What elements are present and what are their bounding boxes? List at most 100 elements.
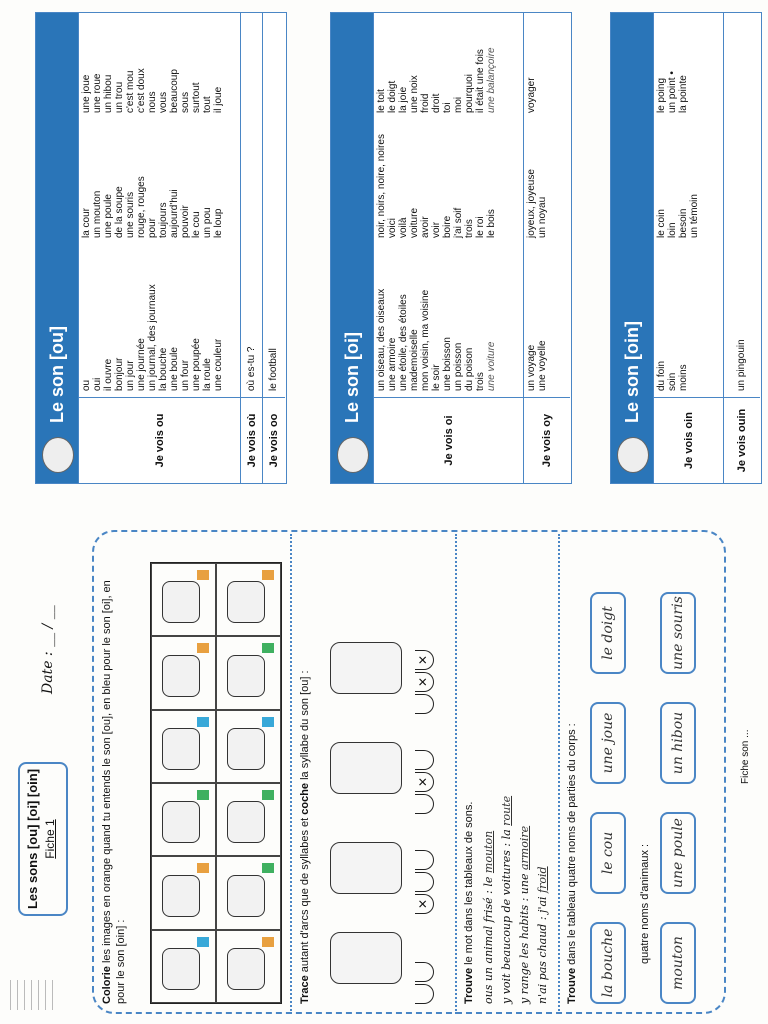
arcs-group[interactable]: ✕ [415,748,441,814]
word-item: une poule [103,194,114,238]
arcs-group[interactable] [415,960,441,1004]
table-ou-title: Le son [ou] [47,326,67,423]
row-label: Je vois ou [79,397,241,483]
word-item: une roue [92,73,103,113]
word-box[interactable]: le doigt [590,592,626,674]
word-item: toi [442,102,453,113]
word-item: de la soupe [114,186,125,238]
word-text: le football [268,348,279,391]
knife-picture [162,654,200,697]
instr1-line2: pour le son [oin] : [115,919,127,1004]
word-item: le toit [376,89,387,113]
word-item: bonjour [114,357,125,391]
kangaroo-picture [330,642,402,694]
word-item: une armoire [387,337,398,391]
image-cell[interactable] [216,563,281,637]
word-item: rouge, rouges [136,176,147,238]
instruction-colorie: Colorie les images en orange quand tu en… [100,544,128,1004]
word-item: le cou [191,211,202,238]
word-item: une poupée [191,338,202,391]
sentence-2: y voit beaucoup de voitures : la route [500,796,513,1004]
word-box[interactable]: une souris [660,592,696,674]
image-cell[interactable] [151,856,216,930]
row-label: Je vois oi [374,397,524,483]
word-item: boire [442,215,453,238]
word-box[interactable]: une poule [660,812,696,894]
word-item: une boule [169,347,180,391]
word-item: du foin [656,360,667,391]
word-box[interactable]: le cou [590,812,626,894]
word-item: du poison [464,347,475,391]
word-box[interactable]: la bouche [590,922,626,1004]
answer-field[interactable]: mouton [482,830,495,874]
orange-mark [197,863,209,874]
table-oin-title: Le son [oin] [622,321,642,423]
word-item: un point • [667,71,678,113]
word-box[interactable]: une joue [590,702,626,784]
image-cell[interactable] [151,636,216,710]
word-item: une noix [409,75,420,113]
word-item: droit [431,93,442,113]
sentence-4: n'ai pas chaud : j'ai froid [536,866,549,1004]
word-item: avoir [420,216,431,238]
instruction-trouve-mot: Trouve le mot dans les tableaux de sons. [462,544,476,1004]
word-item: trois [464,219,475,238]
word-box[interactable]: mouton [660,922,696,1004]
word-item: la bouche [158,347,169,391]
word-item: noir, noirs, noire, noires [376,134,387,238]
answer-field[interactable]: froid [536,866,549,893]
word-item: voiture [409,207,420,238]
image-cell[interactable] [216,783,281,857]
word-item: toujours [158,202,169,238]
image-cell[interactable] [216,856,281,930]
word-item: froid [420,93,431,113]
answer-field[interactable]: route [500,795,513,826]
row-label: Je vois où [241,397,263,483]
table-oi-header: Le son [oi] [331,13,373,483]
table-ou-header: Le son [ou] [36,13,78,483]
word-item: il ouvre [103,358,114,391]
instr3-bold: Trouve [463,967,475,1004]
instr1-bold: Colorie [101,966,113,1004]
row-ou-accent: Je vois où où es-tu ? [240,13,263,483]
row-label: Je vois oy [524,397,570,483]
chess-pawn-picture [330,932,402,984]
word-item: la roule [202,358,213,391]
image-cell[interactable] [216,929,281,1003]
penguin-icon [617,437,649,473]
word-text: un pingouin [736,339,747,391]
image-cell[interactable] [151,709,216,783]
instr1-text: les images en orange quand tu entends le… [101,580,113,964]
orange-mark [262,936,274,947]
image-cell[interactable] [151,929,216,1003]
image-cell[interactable] [151,563,216,637]
word-item: c'est doux [136,68,147,113]
animal-words-row: mouton une poule un hibou une souris [660,524,696,1024]
arcs-group[interactable]: ✕ [415,848,441,914]
image-cell[interactable] [216,709,281,783]
arcs-group[interactable]: ✕✕ [415,648,441,714]
answer-field[interactable]: armoire [518,825,531,871]
sentence-text: y range les habits : une [518,873,531,1004]
slate-picture [162,948,200,990]
word-item: une voyelle [537,340,548,391]
section-divider [290,534,292,1014]
word-item: le poing [656,77,667,113]
word-item: le doigt [387,80,398,113]
robot-picture [227,801,265,844]
word-item: le loup [213,208,224,238]
footer-text: Fiche son ... [740,729,751,784]
image-cell[interactable] [216,636,281,710]
blue-mark [197,716,209,727]
word-item: une balançoire [486,47,497,113]
image-cell[interactable] [151,783,216,857]
word-box[interactable]: un hibou [660,702,696,784]
green-mark [197,790,209,800]
word-item: la cour [81,207,92,238]
